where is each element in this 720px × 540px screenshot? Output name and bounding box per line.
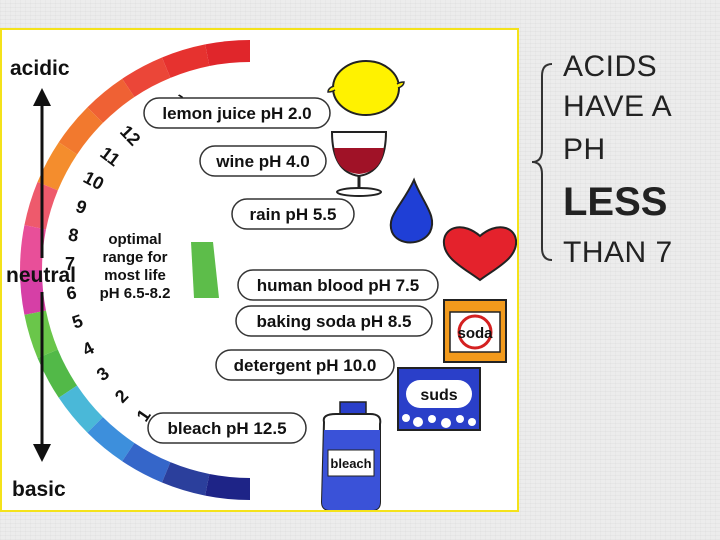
ph-scale-graphic: acidic neutral basic optimal range for m…: [6, 40, 517, 510]
lemon-juice-pill: [143, 97, 331, 129]
wine-label: wine pH 4.0: [215, 152, 310, 171]
wine-glass-icon: [330, 131, 388, 197]
optimal-green-highlight: [191, 242, 219, 298]
suds-box-icon: suds: [397, 367, 481, 431]
raindrop-icon: [389, 177, 433, 244]
baking-soda-pill: [235, 305, 433, 337]
inner-white-area: [42, 62, 250, 478]
bleach-jug-icon: bleach: [320, 401, 382, 510]
detergent-pill: [215, 349, 395, 381]
side-text-than-7: THAN 7: [563, 236, 673, 269]
neutral-label: neutral: [6, 264, 76, 287]
basic-label: basic: [12, 478, 66, 501]
rain-label: rain pH 5.5: [250, 205, 337, 224]
ph-number-7: 7: [65, 254, 75, 274]
detergent-label: detergent pH 10.0: [234, 356, 377, 375]
lemon-juice-label: lemon juice pH 2.0: [162, 104, 311, 123]
soda-box-label: soda: [457, 325, 493, 342]
bleach-jug-label: bleach: [330, 456, 371, 471]
side-text-less: LESS: [563, 180, 668, 224]
optimal-line-3: most life: [104, 267, 166, 284]
side-text-acids: ACIDS: [563, 50, 658, 83]
suds-box-label: suds: [420, 387, 457, 404]
optimal-line-1: optimal: [108, 231, 161, 248]
brace-icon: [531, 63, 553, 261]
optimal-line-4: pH 6.5-8.2: [100, 285, 171, 302]
baking-soda-label: baking soda pH 8.5: [257, 312, 412, 331]
ph-number-8: 8: [67, 224, 80, 245]
wine-pill: [199, 145, 327, 177]
ph-number-6: 6: [65, 282, 78, 303]
side-text-have-a: HAVE A: [563, 90, 673, 123]
human-blood-pill: [237, 269, 439, 301]
acidic-label: acidic: [10, 57, 70, 80]
optimal-line-2: range for: [102, 249, 167, 266]
lemon-icon: [327, 60, 405, 116]
ph-scale-figure: acidic neutral basic optimal range for m…: [0, 28, 519, 512]
rain-pill: [231, 198, 355, 230]
side-text-ph: PH: [563, 133, 606, 166]
soda-box-icon: soda: [443, 299, 507, 363]
bleach-label: bleach pH 12.5: [167, 419, 286, 438]
heart-icon: [442, 226, 517, 282]
bleach-pill: [147, 412, 307, 444]
human-blood-label: human blood pH 7.5: [257, 276, 419, 295]
ph-arrow: [33, 88, 51, 462]
